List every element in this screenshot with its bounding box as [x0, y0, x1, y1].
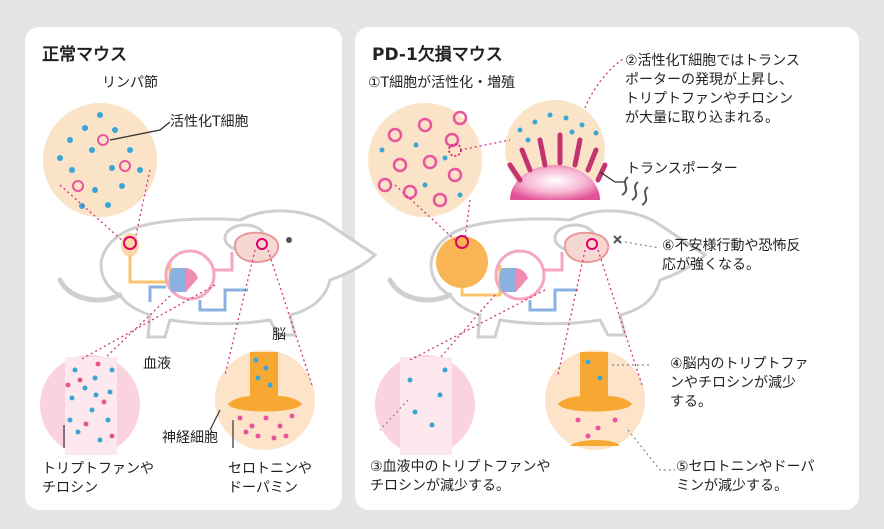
left-label-leaders: [63, 409, 234, 448]
right-brain: [563, 231, 610, 264]
step3-label: ③血液中のトリプトファンや チロシンが減少する。: [370, 459, 551, 494]
right-circulation: [494, 249, 578, 312]
left-neuron-zoom: [215, 350, 315, 450]
blood-label: 血液: [143, 356, 171, 372]
right-lymph-node-zoom: [368, 103, 482, 217]
step1-label: ①T細胞が活性化・増殖: [368, 75, 516, 91]
transporter-label: トランスポーター: [626, 161, 738, 177]
neuron-label: 神経細胞: [162, 430, 218, 446]
right-neuron-zoom: [545, 350, 645, 450]
left-dotted-connectors: [59, 169, 313, 386]
right-dotted-connectors: [394, 57, 643, 386]
left-blood-zoom: [40, 355, 140, 455]
left-mouse-illustration: [60, 211, 375, 337]
transporter-zoom: [505, 100, 625, 200]
lymph-node-label: リンパ節: [102, 75, 158, 91]
right-step-leaders: [379, 241, 675, 471]
step5-label: ⑤セロトニンやドーパ ミンが減少する。: [676, 459, 815, 494]
normal-mouse-title: 正常マウス: [42, 45, 127, 65]
activated-t-cell-label: 活性化T細胞: [170, 114, 249, 130]
step4-label: ④脳内のトリプトファ ンやチロシンが減少 する。: [670, 356, 809, 410]
pd1-mouse-title: PD-1欠損マウス: [372, 45, 503, 65]
step6-label: ⑥不安様行動や恐怖反 応が強くなる。: [662, 238, 801, 273]
left-circulation: [148, 249, 248, 312]
step2-label: ②活性化T細胞ではトランス ポーターの発現が上昇し、 トリプトファンやチロシン …: [625, 53, 800, 126]
blood-caption: トリプトファンや チロシン: [42, 461, 154, 496]
brain-caption: セロトニンや ドーパミン: [228, 461, 312, 496]
left-brain: [233, 231, 280, 264]
right-blood-zoom: [375, 355, 475, 455]
left-lymph-node-zoom: [43, 103, 171, 217]
brain-label: 脳: [272, 327, 286, 343]
